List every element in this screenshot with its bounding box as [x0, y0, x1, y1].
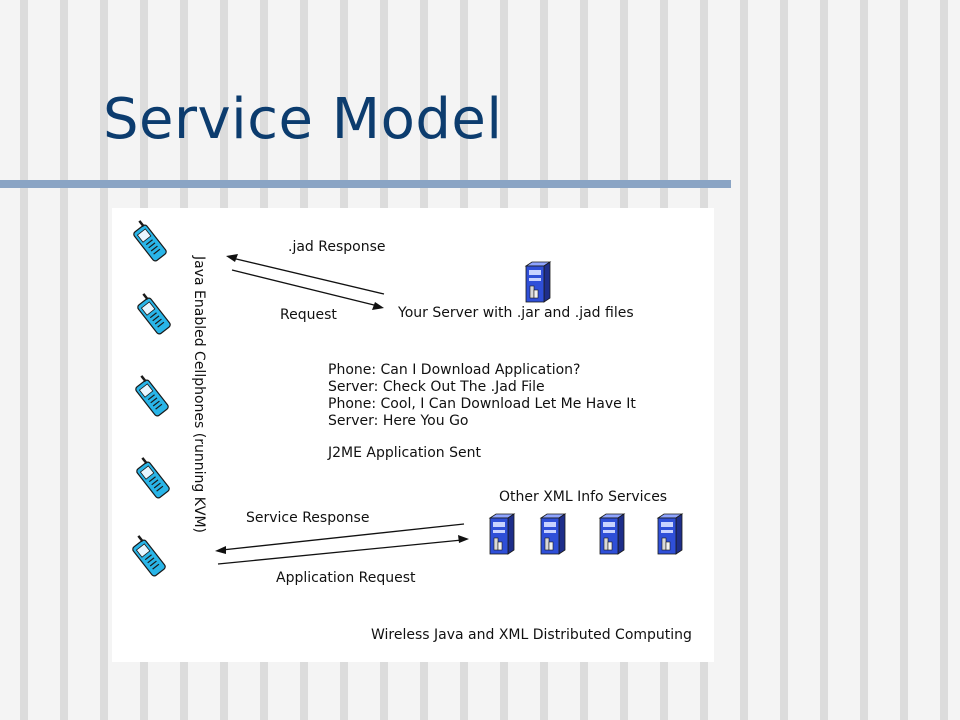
application-request-arrow [217, 535, 469, 565]
dialogue-line: Server: Here You Go [328, 413, 469, 429]
dialogue-line: Phone: Can I Download Application? [328, 362, 581, 378]
dialogue-line: Phone: Cool, I Can Download Let Me Have … [328, 396, 636, 412]
cellphone-icon [131, 455, 171, 500]
cellphone-icon [128, 218, 168, 263]
dialogue-line: Server: Check Out The .Jad File [328, 379, 545, 395]
jad-response-arrow [226, 254, 385, 295]
service-response-label: Service Response [246, 510, 370, 526]
application-request-label: Application Request [276, 570, 416, 586]
jad-response-label: .jad Response [288, 239, 386, 255]
server-tower-icon [540, 513, 566, 555]
cellphone-icon [130, 373, 170, 418]
app-sent-label: J2ME Application Sent [328, 445, 481, 461]
title-underline [0, 180, 731, 188]
service-model-diagram: .jad Response Request Your Server with .… [112, 208, 714, 662]
server-tower-icon [599, 513, 625, 555]
service-response-arrow [215, 523, 465, 554]
server-label: Your Server with .jar and .jad files [398, 305, 634, 321]
cellphone-icon [127, 533, 167, 578]
server-tower-icon [489, 513, 515, 555]
dialogue-block: Phone: Can I Download Application? Serve… [328, 362, 636, 430]
server-tower-icon [657, 513, 683, 555]
server-tower-icon [525, 261, 551, 303]
diagram-caption: Wireless Java and XML Distributed Comput… [371, 627, 692, 643]
request-arrow [231, 269, 384, 310]
phones-vertical-label: Java Enabled Cellphones (running KVM) [191, 256, 207, 534]
slide-title: Service Model [103, 87, 503, 152]
other-services-label: Other XML Info Services [499, 489, 668, 505]
request-label: Request [280, 307, 337, 323]
cellphone-icon [132, 291, 172, 336]
diagram-graphics [127, 218, 683, 578]
